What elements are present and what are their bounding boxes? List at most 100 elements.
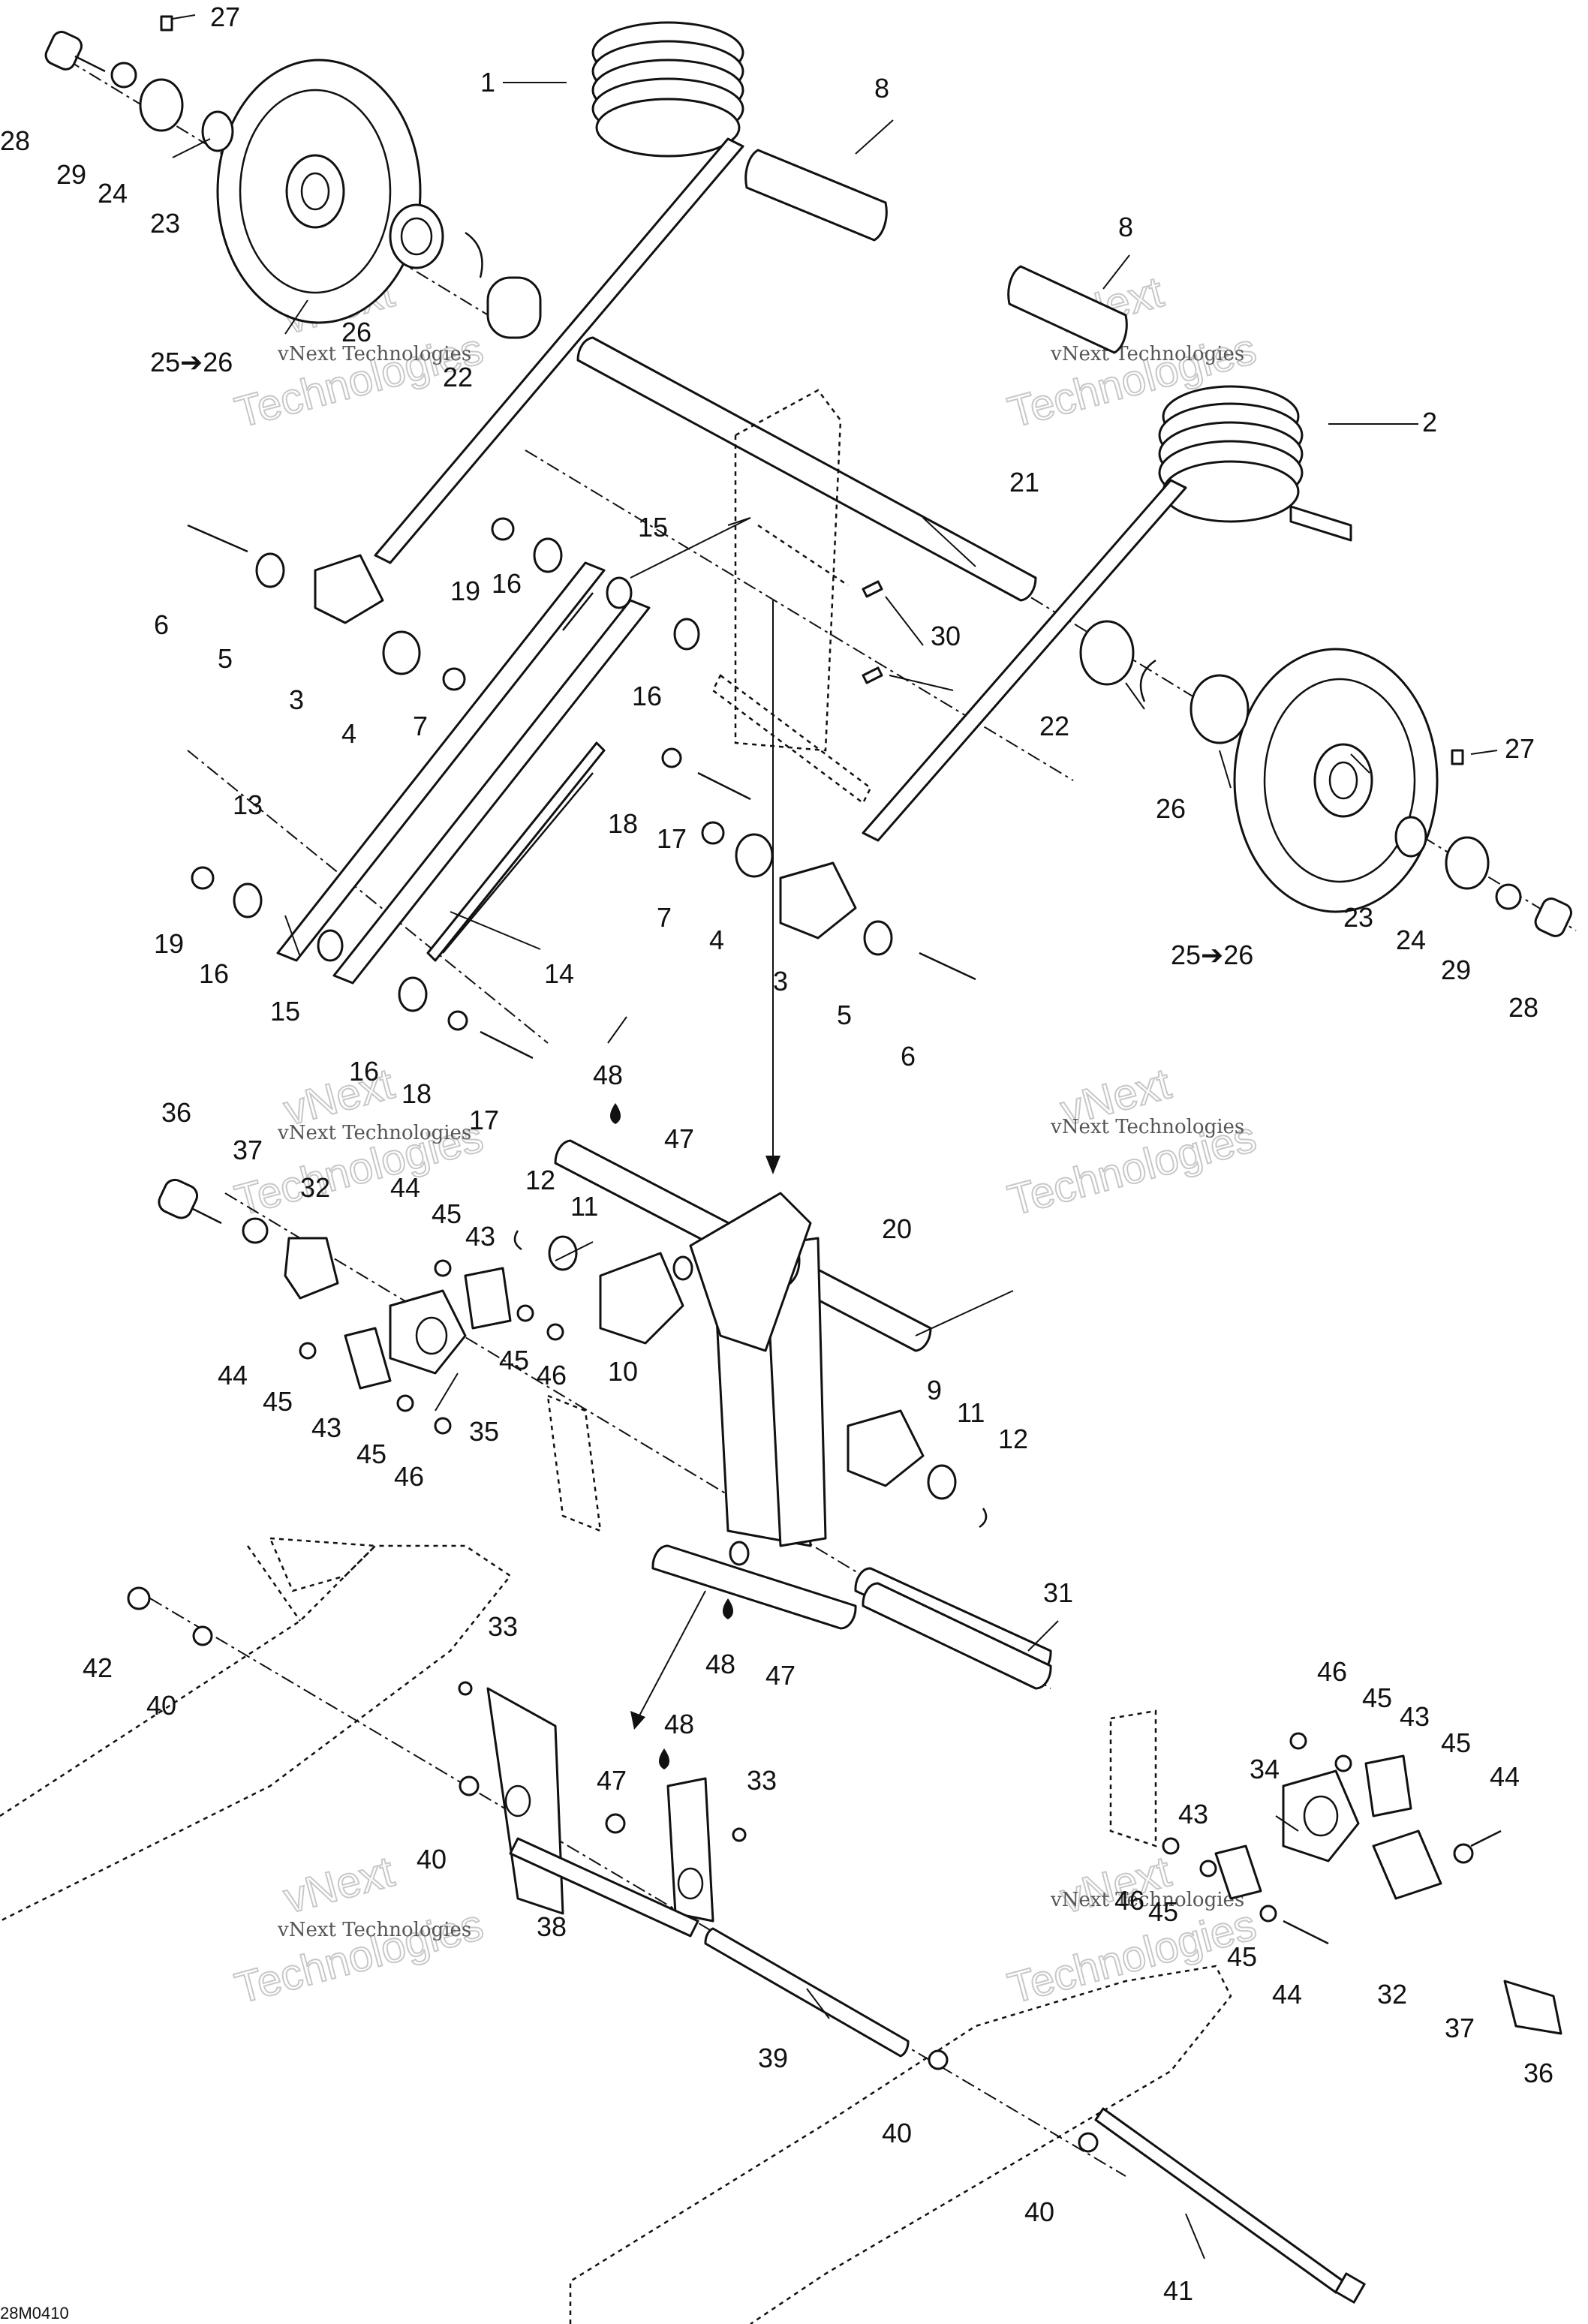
rear-idler-wheel-right [1079, 620, 1572, 937]
upper-arm-hidden [711, 389, 872, 804]
callout-23: 23 [1343, 902, 1373, 933]
callout-15: 15 [270, 996, 300, 1027]
callout-15: 15 [638, 512, 668, 543]
watermark-big: vNext [279, 1847, 399, 1923]
callout-45: 45 [263, 1386, 293, 1417]
callout-30: 30 [931, 621, 961, 651]
callout-41: 41 [1163, 2275, 1193, 2306]
callout-11: 11 [570, 1191, 598, 1222]
callout-48: 48 [593, 1060, 623, 1090]
callout-8: 8 [1118, 212, 1133, 242]
stopper-brackets-left [158, 1178, 564, 1435]
callout-17: 17 [657, 823, 687, 854]
callout-36: 36 [1523, 2058, 1553, 2088]
callout-44: 44 [1272, 1979, 1302, 2010]
callout-24: 24 [98, 178, 128, 209]
callout-46: 46 [537, 1360, 567, 1390]
callout-9: 9 [927, 1375, 942, 1406]
watermarks: vNext Technologies vNext Technologies vN… [230, 266, 1262, 2013]
callout-22: 22 [443, 362, 473, 392]
watermark-small: vNext Technologies [1050, 1116, 1244, 1138]
callout-45: 45 [432, 1198, 462, 1229]
callout-22: 22 [1039, 711, 1069, 741]
callout-29: 29 [1441, 955, 1471, 985]
callout-43: 43 [1400, 1701, 1430, 1732]
callout-7: 7 [413, 711, 428, 741]
assembly-arrow-line [727, 517, 751, 526]
callout-21: 21 [1009, 467, 1039, 498]
watermark-big: Technologies [230, 1900, 489, 2013]
callout-28: 28 [1508, 992, 1538, 1023]
watermark-small: vNext Technologies [277, 343, 471, 365]
link-arms [276, 561, 700, 1011]
assembly-arrow-line [630, 517, 751, 579]
callout-17: 17 [469, 1105, 499, 1135]
callout-11: 11 [957, 1397, 985, 1428]
callout-25-to-26: 25➔26 [150, 347, 233, 377]
lower-shafts [486, 1582, 1366, 2304]
callout-46: 46 [1114, 1885, 1144, 1916]
callout-25-to-26: 25➔26 [1171, 940, 1253, 970]
callout-12: 12 [525, 1165, 555, 1195]
callout-16: 16 [349, 1056, 379, 1087]
grease-icon [610, 1103, 621, 1124]
watermark-small: vNext Technologies [277, 1919, 471, 1941]
callout-47: 47 [664, 1123, 694, 1154]
callout-19: 19 [154, 928, 184, 959]
callout-45: 45 [499, 1345, 529, 1375]
callout-6: 6 [154, 609, 169, 640]
callout-44: 44 [1490, 1761, 1520, 1792]
callout-4: 4 [341, 718, 356, 749]
callout-5: 5 [837, 1000, 852, 1030]
callout-18: 18 [402, 1078, 432, 1109]
callout-45: 45 [356, 1439, 386, 1469]
assembly-arrow-head [765, 1156, 780, 1174]
callout-31: 31 [1043, 1577, 1073, 1608]
tubes-8 [744, 149, 1128, 354]
callout-44: 44 [390, 1172, 420, 1203]
spring-right [862, 385, 1352, 842]
callout-47: 47 [765, 1660, 796, 1691]
callout-19: 19 [450, 576, 480, 606]
cross-shaft-21 [576, 336, 1037, 602]
stopper-brackets-right [1162, 1732, 1562, 2035]
callout-7: 7 [657, 902, 672, 933]
callout-40: 40 [882, 2118, 912, 2148]
leader-lines [172, 14, 1498, 2259]
grease-drops [610, 1103, 733, 1769]
callout-33: 33 [488, 1611, 518, 1642]
callout-16: 16 [492, 568, 522, 599]
callout-48: 48 [664, 1709, 694, 1739]
callout-20: 20 [882, 1213, 912, 1244]
callout-43: 43 [1178, 1799, 1208, 1829]
callout-40: 40 [1024, 2196, 1054, 2227]
callout-39: 39 [758, 2043, 788, 2073]
callout-3: 3 [289, 684, 304, 715]
callout-38: 38 [537, 1911, 567, 1942]
callout-10: 10 [608, 1356, 638, 1387]
rear-idler-wheel-left [216, 59, 542, 339]
callout-35: 35 [469, 1416, 499, 1447]
callout-42: 42 [83, 1652, 113, 1683]
callout-27: 27 [1505, 733, 1535, 764]
fasteners-top-left [44, 15, 234, 152]
callout-36: 36 [161, 1097, 191, 1128]
callout-46: 46 [1317, 1656, 1347, 1687]
callout-29: 29 [56, 159, 86, 190]
callout-37: 37 [1445, 2013, 1475, 2043]
stopper-blocks [187, 517, 976, 1060]
callout-2: 2 [1422, 407, 1437, 437]
callout-40: 40 [417, 1844, 447, 1875]
watermark-small: vNext Technologies [277, 1122, 471, 1144]
assembly-arrow-line [637, 1590, 706, 1719]
callout-45: 45 [1441, 1727, 1471, 1758]
callout-3: 3 [773, 966, 788, 997]
callout-45: 45 [1362, 1682, 1392, 1713]
callout-8: 8 [874, 73, 889, 104]
callout-26: 26 [341, 317, 371, 347]
callout-5: 5 [218, 643, 233, 674]
callout-12: 12 [998, 1424, 1028, 1454]
callout-47: 47 [597, 1765, 627, 1796]
callout-45: 45 [1148, 1896, 1178, 1927]
